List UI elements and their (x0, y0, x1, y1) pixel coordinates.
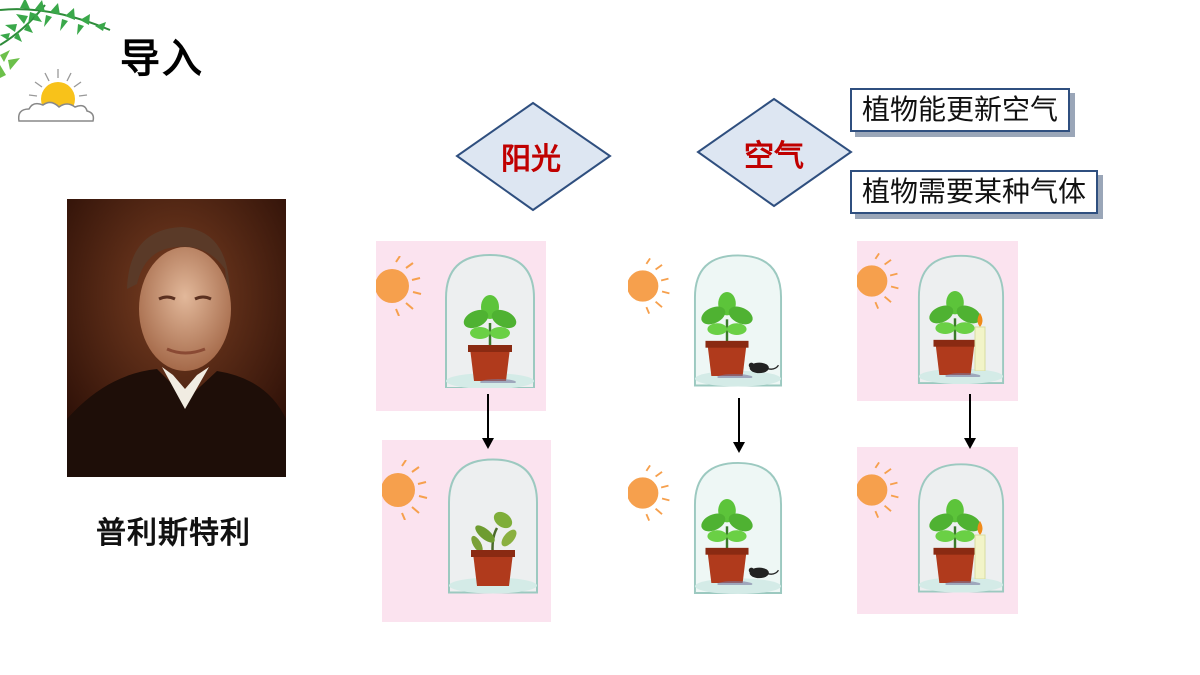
diamond-shape-air (696, 97, 853, 208)
palm-leaf-icon (0, 0, 111, 78)
scientist-name: 普利斯特利 (96, 516, 251, 551)
experiment-air-candle-before (857, 241, 1018, 401)
down-arrow-icon (964, 394, 976, 449)
experiment-air-candle-after (857, 447, 1018, 614)
experiment-light-before (376, 241, 546, 411)
portrait-image (67, 199, 286, 477)
diamond-shape-light (455, 101, 612, 212)
experiment-light-after (382, 440, 551, 622)
down-arrow-icon (482, 394, 494, 449)
experiment-air-mouse-after (628, 461, 783, 596)
down-arrow-icon (733, 398, 745, 453)
sun-icon (628, 258, 671, 314)
page-title: 导入 (120, 36, 204, 82)
sun-cloud-icon (17, 69, 95, 122)
sun-icon (628, 465, 671, 521)
diamond-label-air: 空气 (744, 139, 804, 174)
diamond-label-light: 阳光 (501, 142, 561, 177)
experiment-air-mouse-before (628, 254, 783, 387)
conclusion-box-1: 植物能更新空气 (850, 88, 1071, 132)
conclusion-box-2: 植物需要某种气体 (850, 170, 1099, 214)
